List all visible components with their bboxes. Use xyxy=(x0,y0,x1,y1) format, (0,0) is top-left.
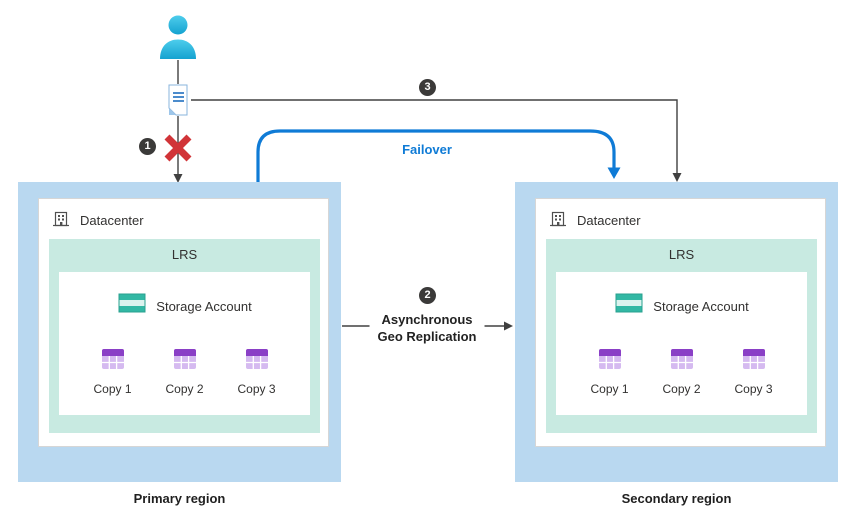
secondary-lrs-inner: Storage Account xyxy=(556,272,807,415)
copy-label: Copy 2 xyxy=(662,382,701,396)
step-badge-1: 1 xyxy=(139,138,156,155)
secondary-lrs-box: LRS Storage Account xyxy=(546,239,817,433)
document-icon xyxy=(165,84,191,116)
step-badge-3: 3 xyxy=(419,79,436,96)
storage-account-row: Storage Account xyxy=(117,291,252,321)
copy-item: Copy 2 xyxy=(657,348,707,396)
datacenter-header: Datacenter xyxy=(51,208,144,233)
table-icon xyxy=(245,348,269,375)
secondary-region-caption: Secondary region xyxy=(621,491,732,506)
copy-label: Copy 2 xyxy=(165,382,204,396)
copy-label: Copy 1 xyxy=(93,382,132,396)
copies-row: Copy 1 xyxy=(88,348,282,396)
replication-label-line1: Asynchronous xyxy=(381,312,473,328)
lrs-label: LRS xyxy=(171,247,198,262)
storage-account-label: Storage Account xyxy=(653,298,749,314)
copy-item: Copy 2 xyxy=(160,348,210,396)
copy-label: Copy 1 xyxy=(590,382,629,396)
primary-datacenter-box: Datacenter LRS Storage xyxy=(38,198,329,447)
copy-label: Copy 3 xyxy=(237,382,276,396)
table-icon xyxy=(598,348,622,375)
copy-item: Copy 1 xyxy=(88,348,138,396)
datacenter-header: Datacenter xyxy=(548,208,641,233)
copy-label: Copy 3 xyxy=(734,382,773,396)
copy-item: Copy 3 xyxy=(232,348,282,396)
datacenter-label: Datacenter xyxy=(80,213,144,228)
step-badge-2: 2 xyxy=(419,287,436,304)
building-icon xyxy=(51,208,71,233)
replication-label: Asynchronous Geo Replication xyxy=(369,310,485,348)
storage-account-row: Storage Account xyxy=(614,291,749,321)
table-icon xyxy=(670,348,694,375)
storage-account-icon xyxy=(614,291,644,321)
storage-account-icon xyxy=(117,291,147,321)
primary-lrs-box: LRS Storage Account xyxy=(49,239,320,433)
secondary-region-box: Datacenter LRS Storage xyxy=(515,182,838,482)
copy-item: Copy 1 xyxy=(585,348,635,396)
lrs-label: LRS xyxy=(668,247,695,262)
storage-account-label: Storage Account xyxy=(156,298,252,314)
user-icon xyxy=(158,14,198,60)
primary-lrs-inner: Storage Account xyxy=(59,272,310,415)
red-x-icon xyxy=(162,132,194,164)
datacenter-label: Datacenter xyxy=(577,213,641,228)
copies-row: Copy 1 xyxy=(585,348,779,396)
table-icon xyxy=(742,348,766,375)
secondary-datacenter-box: Datacenter LRS Storage xyxy=(535,198,826,447)
replication-label-line2: Geo Replication xyxy=(377,329,477,344)
table-icon xyxy=(173,348,197,375)
copy-item: Copy 3 xyxy=(729,348,779,396)
primary-region-caption: Primary region xyxy=(133,491,226,506)
table-icon xyxy=(101,348,125,375)
primary-region-box: Datacenter LRS Storage xyxy=(18,182,341,482)
building-icon xyxy=(548,208,568,233)
failover-label: Failover xyxy=(402,142,452,157)
